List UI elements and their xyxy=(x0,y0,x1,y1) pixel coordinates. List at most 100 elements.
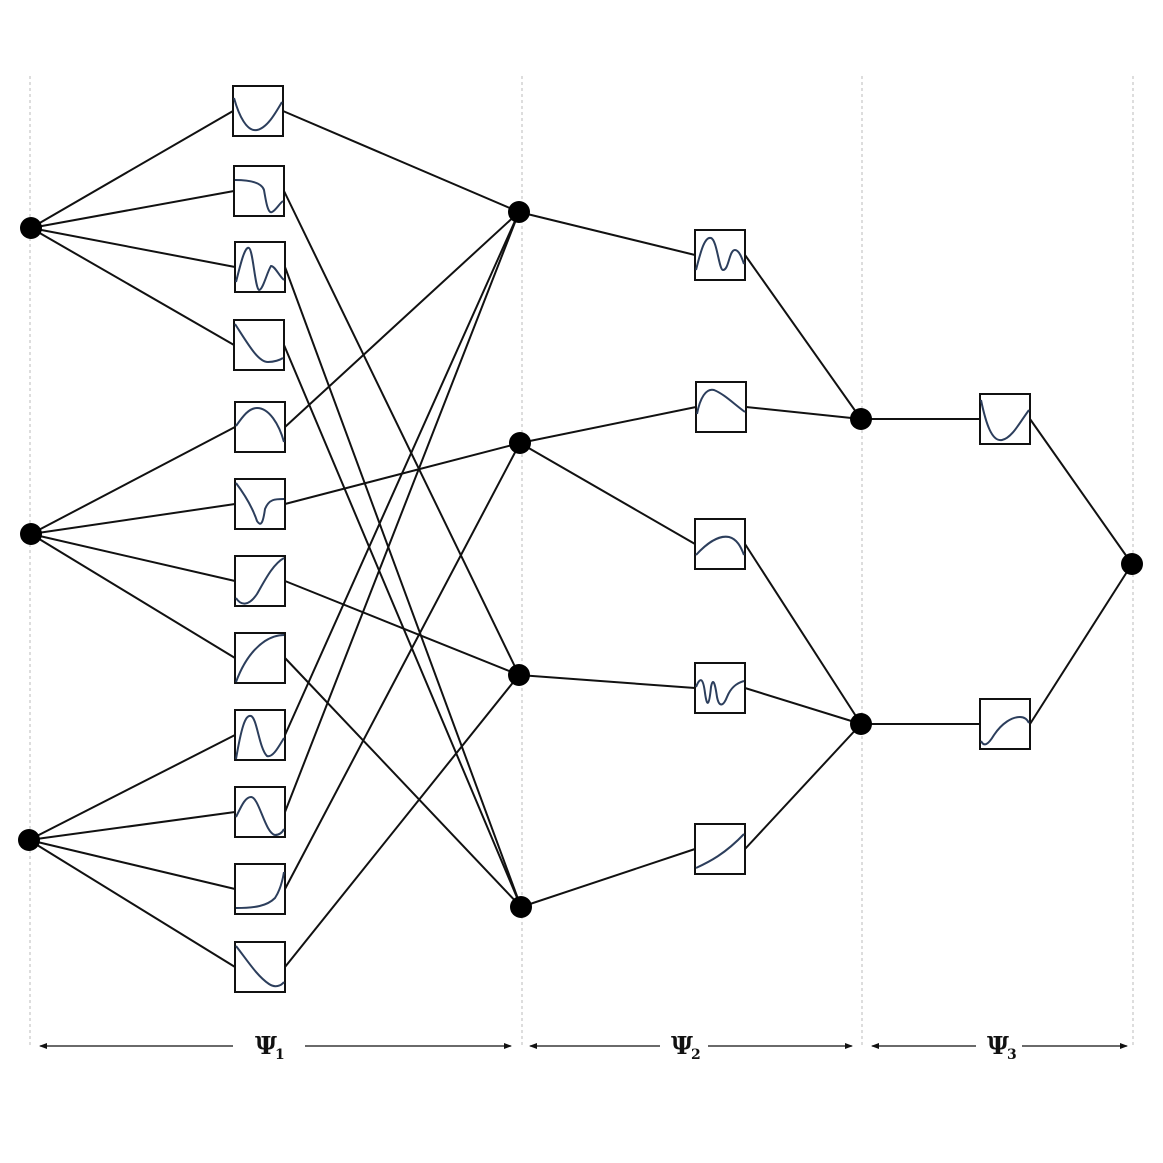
activation-curve xyxy=(233,97,283,132)
layer2-edge-in-1 xyxy=(518,211,696,256)
activation-curve xyxy=(234,323,284,364)
layer1-edge-out-9 xyxy=(284,211,520,736)
layer1-edge-out-3 xyxy=(284,266,522,908)
activation-box-frame xyxy=(234,478,286,530)
layer1-edge-out-11 xyxy=(284,442,521,890)
layer2-activation-box-5 xyxy=(694,823,746,875)
layer2-edge-in-3 xyxy=(519,442,696,545)
layer1-edge-in-9 xyxy=(28,734,236,841)
layer2-edge-out-2 xyxy=(745,406,862,420)
layer1-activation-box-8 xyxy=(234,632,286,684)
layer2-edge-in-2 xyxy=(519,406,697,444)
layer1-activation-box-1 xyxy=(232,85,284,137)
activation-curve xyxy=(235,482,285,525)
hidden1-node-4 xyxy=(510,896,532,918)
layer1-activation-box-4 xyxy=(233,319,285,371)
layer2-activation-box-2 xyxy=(695,381,747,433)
section-separators xyxy=(29,76,1134,1045)
layer3-edge-out-2 xyxy=(1029,563,1133,725)
layer2-activation-box-1 xyxy=(694,229,746,281)
activation-box-frame xyxy=(234,241,286,293)
activation-function-boxes xyxy=(232,85,1031,993)
hidden1-node-1 xyxy=(508,201,530,223)
activation-curve xyxy=(234,179,284,214)
layer1-activation-box-11 xyxy=(234,863,286,915)
output-node-1 xyxy=(1121,553,1143,575)
section-1-label: Ψ xyxy=(255,1031,277,1060)
network-edges xyxy=(28,110,1133,968)
activation-curve xyxy=(235,557,285,605)
layer3-activation-box-2 xyxy=(979,698,1031,750)
layer1-edge-in-4 xyxy=(30,227,235,346)
hidden1-node-3 xyxy=(508,664,530,686)
activation-curve xyxy=(980,715,1030,746)
activation-box-frame xyxy=(234,941,286,993)
layer2-activation-box-4 xyxy=(694,662,746,714)
layer1-edge-in-8 xyxy=(30,533,236,659)
layer1-edge-out-12 xyxy=(284,674,520,968)
layer1-edge-in-2 xyxy=(30,190,235,229)
layer2-activation-box-3 xyxy=(694,518,746,570)
layer1-edge-in-5 xyxy=(30,426,236,535)
activation-curve xyxy=(235,945,285,988)
hidden1-node-2 xyxy=(509,432,531,454)
activation-curve xyxy=(695,679,745,706)
activation-box-frame xyxy=(234,632,286,684)
activation-curve xyxy=(695,535,745,556)
input-node-3 xyxy=(18,829,40,851)
activation-curve xyxy=(695,833,745,869)
layer2-edge-in-5 xyxy=(520,848,696,908)
layer1-activation-box-3 xyxy=(234,241,286,293)
layer1-edge-out-10 xyxy=(284,211,520,813)
activation-box-frame xyxy=(232,85,284,137)
layer1-edge-out-1 xyxy=(282,110,520,213)
activation-box-frame xyxy=(694,518,746,570)
layer1-edge-out-8 xyxy=(284,657,522,908)
layer2-edge-out-1 xyxy=(744,254,862,420)
layer3-activation-box-1 xyxy=(979,393,1031,445)
layer2-edge-out-3 xyxy=(744,543,862,725)
activation-box-frame xyxy=(694,662,746,714)
section-2-label: Ψ xyxy=(671,1031,693,1060)
activation-box-frame xyxy=(233,319,285,371)
layer1-edge-in-3 xyxy=(30,227,236,268)
section-2-subscript: 2 xyxy=(691,1047,701,1063)
layer1-edge-in-6 xyxy=(30,503,236,535)
activation-curve xyxy=(696,388,746,415)
section-3-subscript: 3 xyxy=(1007,1047,1017,1063)
layer1-edge-in-12 xyxy=(28,839,236,968)
layer2-edge-in-4 xyxy=(518,674,696,689)
hidden2-node-1 xyxy=(850,408,872,430)
activation-curve xyxy=(695,236,745,272)
activation-curve xyxy=(235,246,285,292)
input-node-2 xyxy=(20,523,42,545)
network-nodes xyxy=(18,201,1143,918)
layer1-activation-box-2 xyxy=(233,165,285,217)
layer1-activation-box-5 xyxy=(234,401,286,453)
layer1-edge-in-7 xyxy=(30,533,236,582)
activation-box-frame xyxy=(234,709,286,761)
activation-curve xyxy=(235,795,285,837)
layer1-edge-out-2 xyxy=(283,190,520,676)
layer1-activation-box-6 xyxy=(234,478,286,530)
layer3-edge-out-1 xyxy=(1029,418,1133,565)
activation-curve xyxy=(235,714,285,760)
activation-curve xyxy=(980,399,1030,442)
layer1-activation-box-12 xyxy=(234,941,286,993)
section-1-subscript: 1 xyxy=(275,1047,285,1063)
section-3-label: Ψ xyxy=(987,1031,1009,1060)
hidden2-node-2 xyxy=(850,713,872,735)
layer1-edge-in-10 xyxy=(28,811,236,841)
layer1-edge-out-5 xyxy=(284,211,520,428)
activation-curve xyxy=(235,406,285,443)
layer2-edge-out-5 xyxy=(744,723,862,850)
activation-box-frame xyxy=(694,229,746,281)
layer1-edge-in-1 xyxy=(30,110,234,229)
activation-curve xyxy=(235,634,285,683)
activation-curve xyxy=(235,871,285,909)
layer1-activation-box-10 xyxy=(234,786,286,838)
layer1-edge-out-4 xyxy=(283,344,522,908)
layer1-edge-out-7 xyxy=(284,580,520,676)
layer1-activation-box-7 xyxy=(234,555,286,607)
